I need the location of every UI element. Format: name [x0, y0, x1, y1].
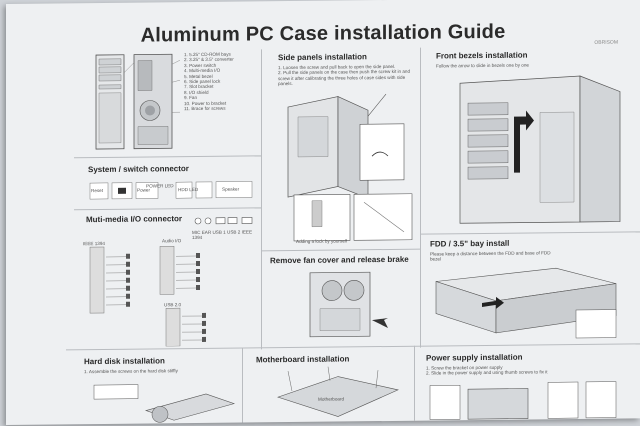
parts-item: 11. Brace for screws [184, 105, 260, 111]
front-bezels-step: Follow the arrow to slide in bezels one … [436, 62, 626, 69]
divider [261, 249, 420, 252]
front-bezels-heading: Front bezels installation [436, 51, 528, 61]
doc-code: OBRISOM [594, 40, 618, 46]
divider [414, 346, 415, 421]
step-text: 2. Pull the side panels on the case then… [278, 69, 416, 87]
fdd-heading: FDD / 3.5" bay install [430, 239, 509, 249]
port-label: USB 1 [212, 230, 225, 235]
port-label: USB 2 [227, 230, 240, 235]
power-supply-steps: 1. Screw the bracket on power supply 2. … [426, 364, 626, 377]
power-supply-drawing [428, 377, 628, 421]
motherboard-drawing [268, 366, 408, 423]
switch-label: Speaker [222, 187, 239, 193]
port-label: EAR [202, 230, 211, 235]
side-panels-heading: Side panels installation [278, 52, 367, 62]
wiring-diagram [86, 235, 260, 347]
port-label: MIC [192, 230, 200, 235]
divider [74, 207, 261, 210]
divider [420, 48, 421, 348]
page-title: Aluminum PC Case installation Guide [6, 19, 640, 49]
usb-label: USB 2.0 [164, 302, 181, 308]
motherboard-heading: Motherboard installation [256, 354, 349, 364]
hard-disk-heading: Hard disk installation [84, 356, 165, 366]
parts-list: 1. 5.25" CD-ROM bays 2. 3.25" & 3.5" con… [184, 51, 260, 111]
side-panels-steps: 1. Loosen the screw and pull back to ope… [278, 64, 416, 87]
divider [242, 348, 243, 423]
fan-cover-drawing [296, 268, 406, 345]
fdd-drawing [426, 259, 636, 343]
divider [420, 231, 640, 234]
power-supply-heading: Power supply installation [426, 353, 522, 363]
hard-disk-step: 1. Assemble the screws on the hard disk … [84, 368, 234, 375]
case-front-drawing [94, 52, 182, 153]
switch-label: POWER LED [146, 183, 174, 189]
manual-sheet: Aluminum PC Case installation Guide OBRI… [6, 0, 640, 425]
multimedia-ports [192, 213, 260, 228]
divider [74, 155, 261, 158]
audio-label: Audio I/O [162, 238, 181, 244]
switch-label: Reset [91, 188, 103, 194]
side-panel-caption: Adding a lock by yourself [296, 238, 347, 244]
switch-label: HDD LED [178, 187, 198, 193]
system-switch-heading: System / switch connector [88, 164, 189, 174]
ieee-label: IEEE 1394 [83, 241, 105, 247]
hard-disk-drawing [86, 380, 236, 426]
multimedia-heading: Muti-media I/O connector [86, 214, 182, 224]
divider [261, 49, 262, 349]
motherboard-label: Motherboard [318, 396, 344, 402]
side-panel-drawing [268, 86, 418, 248]
fan-cover-heading: Remove fan cover and release brake [270, 255, 409, 265]
front-bezel-drawing [430, 71, 630, 229]
step-text: 2. Slide in the power supply and using t… [426, 369, 626, 377]
